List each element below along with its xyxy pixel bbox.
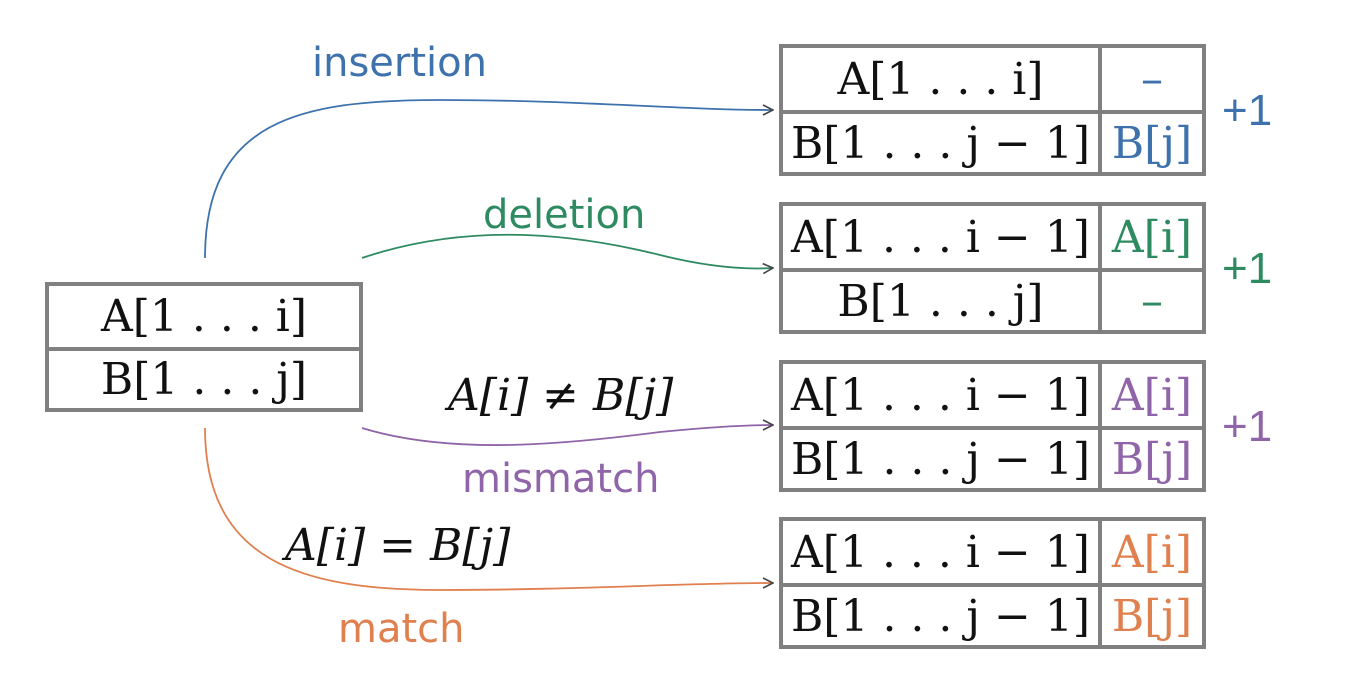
mismatch-table: A[1 . . . i − 1] A[i] B[1 . . . j − 1] B…: [779, 360, 1206, 492]
mismatch-row1-last: A[i]: [1098, 364, 1202, 426]
mismatch-condition: A[i] ≠ B[j]: [448, 370, 674, 421]
deletion-row2-last: –: [1098, 272, 1202, 330]
deletion-cost: +1: [1222, 244, 1273, 293]
source-b-prefix: B[1 . . . j]: [100, 354, 308, 405]
mismatch-arrow: [361, 425, 773, 446]
match-table: A[1 . . . i − 1] A[i] B[1 . . . j − 1] B…: [779, 517, 1206, 649]
insertion-cost: +1: [1222, 86, 1273, 135]
insertion-arrow: [204, 99, 773, 259]
match-row1-last: A[i]: [1098, 521, 1202, 583]
mismatch-row1-prefix: A[1 . . . i − 1]: [791, 369, 1090, 421]
insertion-row2-last: B[j]: [1098, 114, 1202, 172]
match-condition: A[i] = B[j]: [285, 520, 511, 571]
deletion-label: deletion: [483, 192, 646, 238]
match-arrow: [204, 427, 773, 591]
mismatch-row2-prefix: B[1 . . . j − 1]: [790, 433, 1091, 485]
mismatch-cost: +1: [1222, 402, 1273, 451]
mismatch-label: mismatch: [462, 456, 660, 502]
insertion-row1-prefix: A[1 . . . i]: [837, 53, 1044, 105]
deletion-arrow: [361, 233, 773, 269]
insertion-label: insertion: [312, 40, 487, 86]
match-row1-prefix: A[1 . . . i − 1]: [791, 526, 1090, 578]
source-a-prefix: A[1 . . . i]: [100, 291, 308, 342]
match-row2-prefix: B[1 . . . j − 1]: [790, 590, 1091, 642]
deletion-table: A[1 . . . i − 1] A[i] B[1 . . . j] –: [779, 202, 1206, 334]
insertion-table: A[1 . . . i] – B[1 . . . j − 1] B[j]: [779, 44, 1206, 176]
deletion-row1-prefix: A[1 . . . i − 1]: [791, 211, 1090, 263]
source-table: A[1 . . . i] B[1 . . . j]: [45, 282, 363, 412]
mismatch-row2-last: B[j]: [1098, 430, 1202, 488]
deletion-row2-prefix: B[1 . . . j]: [837, 275, 1044, 327]
match-row2-last: B[j]: [1098, 587, 1202, 645]
insertion-row2-prefix: B[1 . . . j − 1]: [790, 117, 1091, 169]
deletion-row1-last: A[i]: [1098, 206, 1202, 268]
insertion-row1-last: –: [1098, 48, 1202, 110]
match-label: match: [338, 606, 465, 652]
